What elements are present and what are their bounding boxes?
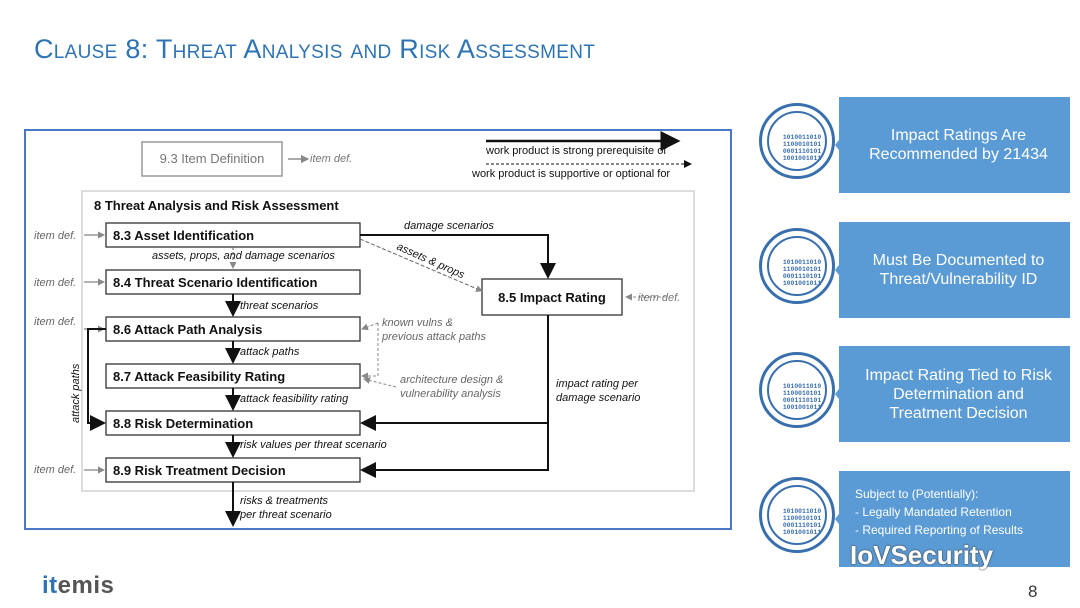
risks-treatments-label-2: per threat scenario (239, 509, 332, 521)
callout-pointer (835, 376, 849, 412)
item-definition-label: 9.3 Item Definition (160, 151, 265, 166)
callout-pointer (835, 501, 849, 537)
risk-values-label: risk values per threat scenario (240, 439, 387, 451)
box-threat-scenario (105, 269, 361, 295)
arch-design-label-2: vulnerability analysis (400, 388, 501, 400)
icon-inner-ring (767, 485, 827, 545)
callout-bar (839, 471, 1070, 567)
item-definition-box (141, 141, 283, 177)
callout-2: Must Be Documented to Threat/Vulnerabili… (755, 222, 1070, 318)
box-risk-determination (105, 410, 361, 436)
callout-text: Impact Ratings Are Recommended by 21434 (869, 127, 1048, 163)
box-threat-label: 8.4 Threat Scenario Identification (113, 275, 317, 290)
attack-feasibility-rating-label: attack feasibility rating (240, 393, 349, 405)
icon-inner-ring (767, 236, 827, 296)
callout-text: Impact Rating Tied to Risk Determination… (865, 366, 1052, 422)
damage-scenarios-arrow (360, 234, 556, 279)
itemis-logo: itemis (42, 572, 114, 600)
box-treatment-label: 8.9 Risk Treatment Decision (113, 463, 286, 478)
attack-paths-loop-arrow (87, 328, 106, 431)
callout-line-1: - Legally Mandated Retention (855, 505, 1012, 519)
box-attack-path-label: 8.6 Attack Path Analysis (113, 322, 262, 337)
item-def-impact-label: item def. (638, 292, 680, 304)
watermark-text: IoVSecurity (850, 540, 994, 570)
logo-part-2: emis (57, 572, 115, 599)
known-vulns-arrow (361, 323, 379, 380)
assets-props-damage-label: assets, props, and damage scenarios (152, 250, 335, 262)
callout-text: Must Be Documented to Threat/Vulnerabili… (872, 252, 1045, 288)
box-risk-det-label: 8.8 Risk Determination (113, 416, 253, 431)
icon-inner-ring (767, 360, 827, 420)
assets-props-label: assets & props (395, 241, 467, 282)
arch-design-arrow (363, 377, 397, 388)
threat-scenarios-label: threat scenarios (240, 300, 319, 312)
callout-pointer (835, 252, 849, 288)
box-impact-label: 8.5 Impact Rating (498, 290, 606, 305)
item-def-input-1: item def. (34, 230, 76, 242)
assets-props-arrow (359, 238, 483, 292)
box-attack-feasibility (105, 363, 361, 389)
box-impact-rating (481, 278, 623, 316)
callout-1: Impact Ratings Are Recommended by 21434 … (755, 97, 1070, 193)
callout-pointer (835, 127, 849, 163)
callout-4: Subject to (Potentially): - Legally Mand… (755, 471, 1070, 567)
tara-frame-title: 8 Threat Analysis and Risk Assessment (94, 198, 339, 213)
known-vulns-arrow-2 (361, 322, 379, 331)
impact-to-treatment-arrow (360, 423, 549, 478)
icon-inner-ring (767, 111, 827, 171)
arch-design-label-1: architecture design & (400, 374, 503, 386)
legend-weak-text: work product is supportive or optional f… (471, 168, 670, 180)
known-vulns-label-1: known vulns & (382, 317, 453, 329)
page-number: 8 (1028, 582, 1038, 601)
item-def-input-2: item def. (34, 277, 76, 289)
attack-paths-label: attack paths (240, 346, 300, 358)
callout-line-2: - Required Reporting of Results (855, 523, 1024, 537)
page-title: Clause 8: Threat Analysis and Risk Asses… (34, 34, 596, 64)
known-vulns-label-2: previous attack paths (381, 331, 486, 343)
callout-bar (839, 222, 1070, 318)
callout-bar (839, 346, 1070, 442)
callout-heading: Subject to (Potentially): (855, 487, 979, 501)
damage-scenarios-label: damage scenarios (404, 220, 494, 232)
callout-3: Impact Rating Tied to Risk Determination… (755, 346, 1070, 442)
risks-treatments-label-1: risks & treatments (240, 495, 329, 507)
callout-text: Subject to (Potentially): - Legally Mand… (855, 471, 1062, 581)
legend-strong-text: work product is strong prerequisite of (485, 145, 667, 157)
tara-flow-svg: 9.3 Item Definition item def. work produ… (34, 131, 695, 527)
item-def-input-3: item def. (34, 316, 76, 328)
attack-paths-side-label: attack paths (70, 363, 82, 423)
impact-per-label-1: impact rating per (556, 378, 639, 390)
item-def-input-4: item def. (34, 464, 76, 476)
box-asset-label: 8.3 Asset Identification (113, 228, 254, 243)
tara-diagram: 9.3 Item Definition item def. work produ… (24, 129, 732, 530)
box-feasibility-label: 8.7 Attack Feasibility Rating (113, 369, 285, 384)
item-def-arrow-label: item def. (310, 153, 352, 165)
tara-frame (81, 190, 695, 492)
logo-part-1: it (42, 572, 58, 599)
impact-per-label-2: damage scenario (556, 392, 640, 404)
callout-bar (839, 97, 1070, 193)
